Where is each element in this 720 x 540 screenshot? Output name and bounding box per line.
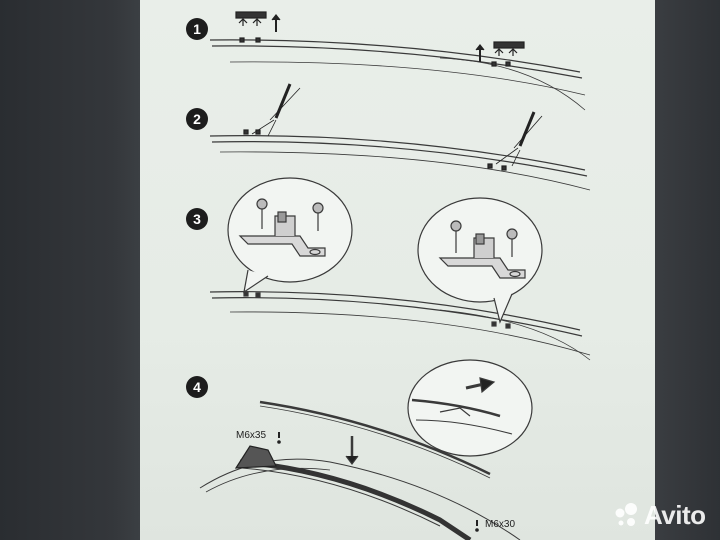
torque-warning-icon-front	[277, 432, 281, 444]
step-1-badge: 1	[186, 18, 208, 40]
cleaning-tool-icon-left	[243, 83, 301, 137]
rail-detail-callout	[407, 359, 533, 457]
monitor-bezel-right	[655, 0, 720, 540]
cover-remove-icon-left	[235, 11, 281, 43]
step-4-badge: 4	[186, 376, 208, 398]
bracket-callout-left	[227, 177, 353, 294]
step-3-drawing	[209, 177, 591, 361]
torque-warning-icon-rear	[475, 520, 479, 532]
avito-watermark: Avito	[612, 498, 706, 532]
step-4-drawing	[199, 359, 533, 540]
instruction-drawings	[199, 11, 591, 540]
step-1-drawing	[209, 11, 586, 111]
step-2-drawing	[209, 83, 591, 191]
instruction-sheet: 1 2 3 4 M6x35 M6x30	[140, 0, 655, 540]
step-2-badge: 2	[186, 108, 208, 130]
avito-logo-icon	[615, 503, 637, 526]
bolt-size-label-rear: M6x30	[485, 519, 516, 530]
monitor-bezel-left	[0, 0, 140, 540]
avito-wordmark: Avito	[644, 499, 706, 530]
bolt-size-label-front: M6x35	[236, 430, 267, 441]
cleaning-tool-icon-right	[487, 111, 543, 171]
cover-remove-icon-right	[475, 41, 525, 67]
step-3-badge: 3	[186, 208, 208, 230]
bracket-callout-right	[417, 197, 543, 324]
